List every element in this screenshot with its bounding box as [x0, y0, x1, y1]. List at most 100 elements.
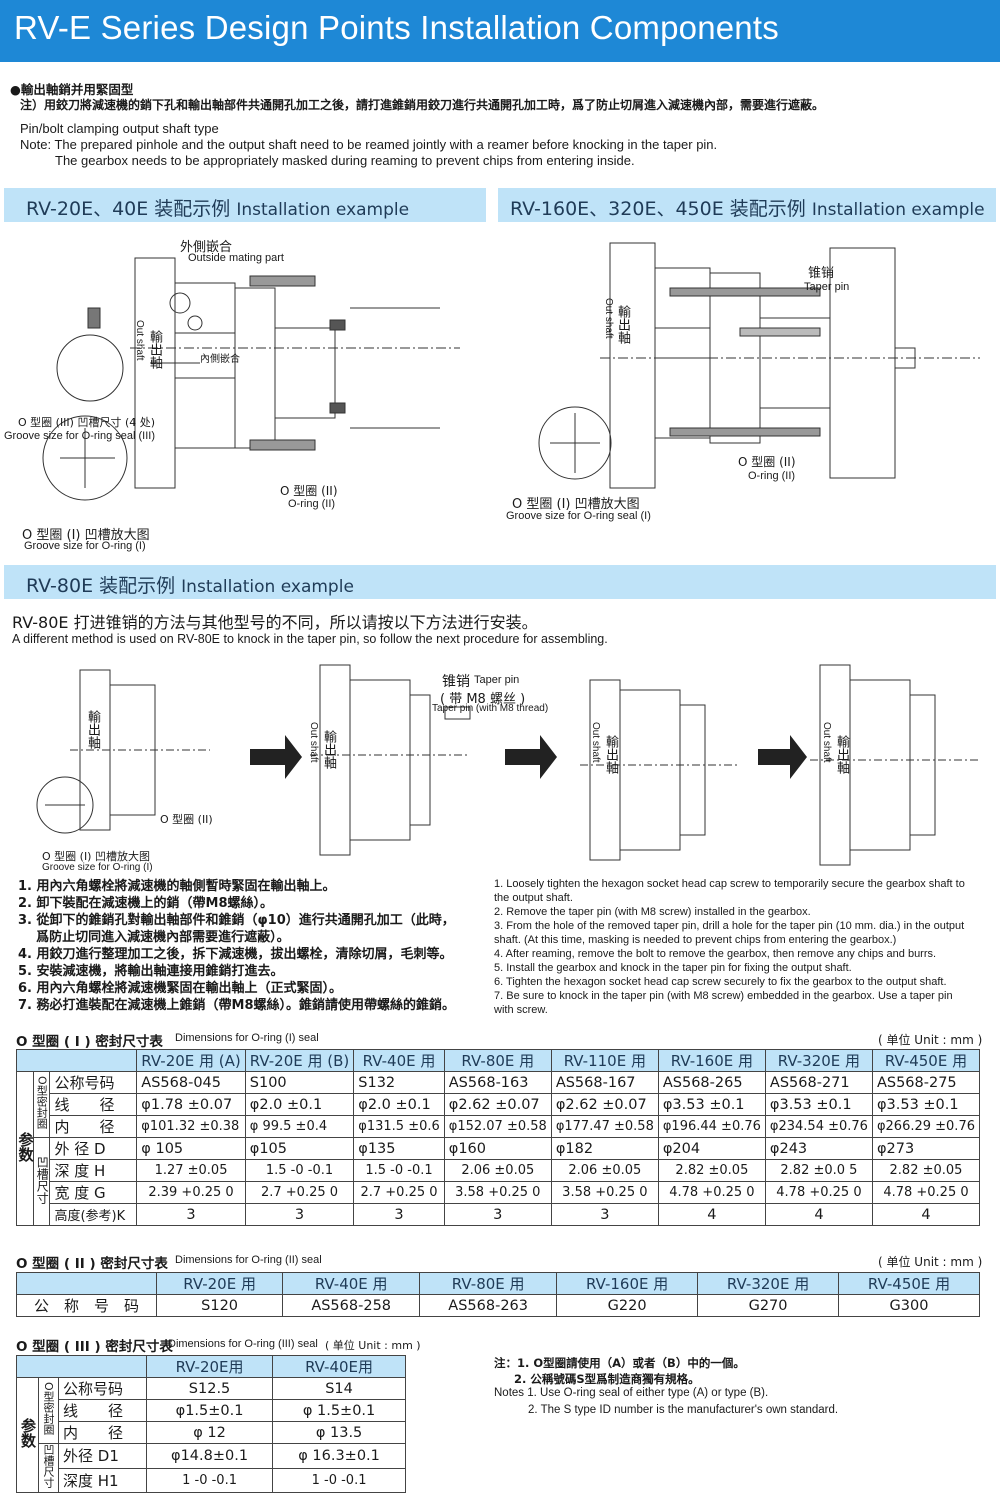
page-title: RV-E Series Design Points Installation C…	[14, 9, 779, 46]
table-cell: 2.82 ±0.0 5	[764, 1159, 873, 1182]
step-cn-2: 2. 卸下裝配在減速機上的銷（帶M8螺絲）。	[18, 896, 273, 911]
table-cell: S100	[244, 1071, 355, 1094]
table2-header-row: RV-20E 用 RV-40E 用 RV-80E 用 RV-160E 用 RV-…	[16, 1272, 980, 1295]
table-cell: 4.78 +0.25 0	[764, 1181, 873, 1204]
table-cell: φ1.78 ±0.07	[136, 1093, 246, 1116]
step-en-5: 5. Install the gearbox and knock in the …	[494, 962, 852, 974]
table-row: 高度(参考)K 3 3 3 3 3 4 4 4	[17, 1203, 981, 1226]
step-en-1: 1. Loosely tighten the hexagon socket he…	[494, 878, 965, 890]
label-oring2-cn-80e: O 型圈 (II)	[160, 813, 213, 826]
table-cell: AS568-275	[871, 1071, 981, 1094]
step-cn-3: 3. 從卸下的錐銷孔對輸出軸部件和錐銷（φ10）進行共通開孔加工（此時，	[18, 913, 455, 928]
label-oring2-en-left: O-ring (II)	[288, 498, 336, 510]
label-groove1-cn-right: O 型圈 (I) 凹槽放大图	[512, 497, 640, 512]
table-cell: 1.5 -0 -0.1	[353, 1159, 445, 1182]
table-cell: 2.82 ±0.05	[657, 1159, 766, 1182]
table3-col-2: RV-40E用	[272, 1355, 406, 1378]
label-shaft-cn-right: 輸出軸	[615, 305, 630, 344]
table2-title-en: Dimensions for O-ring (II) seal	[175, 1254, 322, 1266]
table1-row-label: 深 度 H	[49, 1159, 138, 1182]
section-band-80e: RV-80E 装配示例 Installation example	[4, 565, 996, 599]
step-cn-7: 7. 務必打進裝配在減速機上錐銷（帶M8螺絲）。錐銷請使用帶螺絲的錐銷。	[18, 998, 455, 1013]
label-outside-cn: 外側嵌合	[180, 240, 233, 255]
table-cell: φ3.53 ±0.1	[764, 1093, 873, 1116]
table-cell: φ2.0 ±0.1	[353, 1093, 445, 1116]
table-row: 内 径 φ101.32 ±0.38 φ 99.5 ±0.4 φ131.5 ±0.…	[17, 1115, 981, 1138]
label-taper-cn-80e: 锥销	[442, 674, 470, 690]
table-cell: 1.27 ±0.05	[136, 1159, 246, 1182]
table-cell: φ 1.5±0.1	[272, 1399, 406, 1422]
table-cell: 2.06 ±0.05	[550, 1159, 659, 1182]
table-cell: φ243	[764, 1137, 873, 1160]
table-cell: 1 -0 -0.1	[272, 1467, 406, 1493]
note-cn-text: 注）用鉸刀將減速機的銷下孔和輸出軸部件共通開孔加工之後，請打進錐銷用鉸刀進行共通…	[20, 98, 825, 112]
step-cn-1: 1. 用內六角螺栓將減速機的軸側暫時緊固在輸出軸上。	[18, 879, 336, 894]
table1-row-label: 高度(参考)K	[49, 1203, 138, 1226]
table3-row-label: 公称号码	[58, 1377, 147, 1400]
table3-corner	[16, 1355, 147, 1378]
note-cn-1: 注：1. O型圈請使用（A）或者（B）中的一個。	[494, 1356, 745, 1370]
table1-col-2: RV-20E 用 (B)	[244, 1049, 355, 1072]
table3-side-label: 参数	[16, 1377, 39, 1493]
label-m8-cn: ( 带 M8 螺丝 )	[440, 692, 526, 707]
table-row: 凹槽尺寸 外径 D1 φ14.8±0.1 φ 16.3±0.1	[17, 1443, 406, 1493]
table2-title-cn: O 型圈 ( II ) 密封尺寸表	[16, 1256, 168, 1272]
note-en-text-1: Note: The prepared pinhole and the outpu…	[20, 137, 718, 152]
header-bar: RV-E Series Design Points Installation C…	[0, 0, 1000, 62]
table1-col-5: RV-110E 用	[550, 1049, 659, 1072]
table-cell: 3	[353, 1203, 445, 1226]
section-left-title-en: Installation example	[236, 200, 410, 220]
table-cell: φ3.53 ±0.1	[871, 1093, 981, 1116]
note-cn-title: ●輸出軸銷并用緊固型	[10, 82, 134, 97]
section-right-title-en: Installation example	[811, 200, 985, 220]
table-cell: 3.58 +0.25 0	[443, 1181, 552, 1204]
table1-col-3: RV-40E 用	[353, 1049, 445, 1072]
label-groove3-en: Groove size for O-ring seal (III)	[4, 430, 155, 442]
table-cell: φ160	[443, 1137, 552, 1160]
label-shaft-cn-80e-1: 輸出軸	[85, 710, 100, 749]
table-cell: 4.78 +0.25 0	[657, 1181, 766, 1204]
rv20e-40e-drawing	[42, 257, 460, 501]
step-en-3: 3. From the hole of the removed taper pi…	[494, 920, 965, 932]
label-shaft-en-left: Out shaft	[134, 320, 145, 361]
table-row: 公 称 号 码 S120 AS568-258 AS568-263 G220 G2…	[16, 1294, 980, 1317]
label-inside-cn: 內側嵌合	[200, 354, 240, 365]
table3-row-label: 深度 H1	[58, 1467, 147, 1493]
note-en-1: Notes 1. Use O-ring seal of either type …	[494, 1387, 769, 1399]
table-cell: φ135	[353, 1137, 445, 1160]
label-shaft-cn-80e-3: 輸出軸	[603, 735, 618, 774]
table1-header-row: RV-20E 用 (A) RV-20E 用 (B) RV-40E 用 RV-80…	[15, 1049, 981, 1072]
label-oring2-en-right: O-ring (II)	[748, 470, 796, 482]
table1-col-6: RV-160E 用	[657, 1049, 766, 1072]
table-cell: AS568-265	[657, 1071, 766, 1094]
label-groove1-en-80e: Groove size for O-ring (I)	[42, 862, 153, 873]
table-cell: AS568-263	[419, 1294, 558, 1317]
table-cell: φ152.07 ±0.58	[443, 1115, 552, 1138]
step-en-2: 2. Remove the taper pin (with M8 screw) …	[494, 906, 811, 918]
table-cell: φ 12	[145, 1421, 274, 1444]
table-cell: φ101.32 ±0.38	[136, 1115, 246, 1138]
label-m8-en: Taper pin (with M8 thread)	[432, 703, 549, 714]
step-cn-6: 6. 用內六角螺栓將減速機緊固在輸出軸上（正式緊固）。	[18, 981, 343, 996]
label-shaft-en-80e-3: Out shaft	[590, 722, 601, 763]
table1-col-7: RV-320E 用	[764, 1049, 873, 1072]
table-cell: 4	[871, 1203, 981, 1226]
table-cell: φ2.62 ±0.07	[550, 1093, 659, 1116]
table-cell: φ2.0 ±0.1	[244, 1093, 355, 1116]
table1-title-cn: O 型圈 ( I ) 密封尺寸表	[16, 1034, 163, 1050]
label-shaft-en-right: Out shaft	[603, 298, 614, 339]
table1-corner	[15, 1049, 138, 1072]
table-row: 线 径 φ1.5±0.1 φ 1.5±0.1	[17, 1399, 406, 1422]
table-cell: φ266.29 ±0.76	[871, 1115, 981, 1138]
table-cell: φ273	[871, 1137, 981, 1160]
table-row: 深度 H1 1 -0 -0.1 1 -0 -0.1	[17, 1467, 406, 1493]
table3-row-label: 线 径	[58, 1399, 147, 1422]
table-cell: 3	[443, 1203, 552, 1226]
section-80e-intro-en: A different method is used on RV-80E to …	[12, 632, 608, 646]
table-cell: φ131.5 ±0.6	[353, 1115, 445, 1138]
table1-row-label: 内 径	[49, 1115, 138, 1138]
rv80e-sequence-drawing	[36, 664, 980, 866]
table-cell: φ 16.3±0.1	[272, 1443, 406, 1469]
table-cell: AS568-258	[282, 1294, 421, 1317]
label-shaft-cn-80e-2: 輸出軸	[321, 730, 336, 769]
